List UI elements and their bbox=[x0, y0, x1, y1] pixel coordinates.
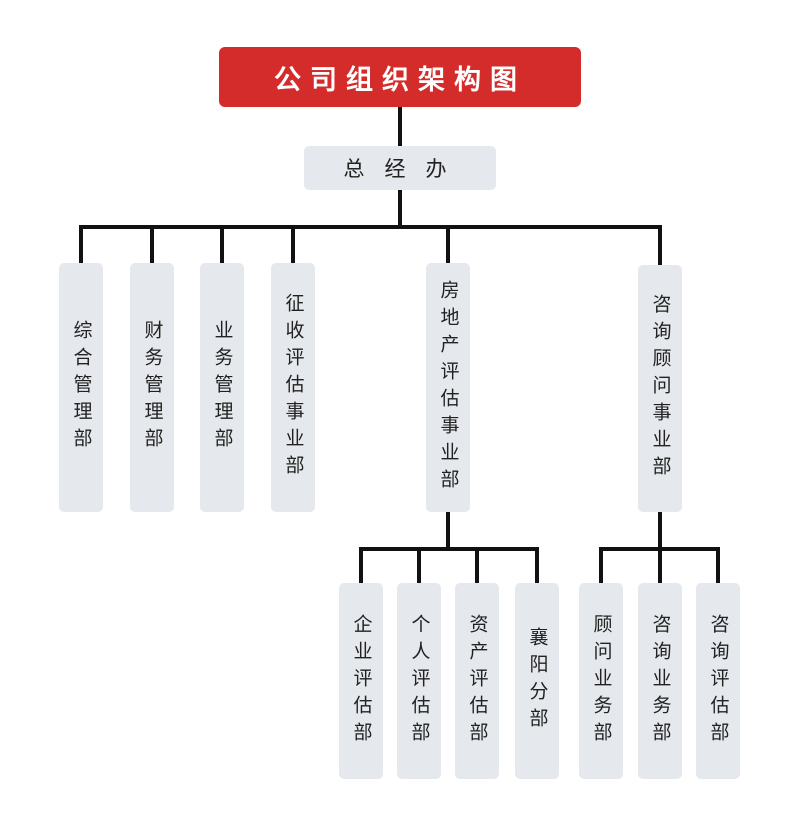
unit-enterprise-appraisal: 企业评估部 bbox=[339, 583, 383, 779]
dept-finance-management: 财务管理部 bbox=[130, 263, 174, 512]
dept-business-management: 业务管理部 bbox=[200, 263, 244, 512]
unit-consulting-business: 咨询业务部 bbox=[638, 583, 682, 779]
unit-xiangyang-branch: 襄阳分部 bbox=[515, 583, 559, 779]
general-office-box: 总经办 bbox=[304, 146, 496, 190]
dept-consulting-advisory: 咨询顾问事业部 bbox=[638, 265, 682, 512]
unit-advisory-business: 顾问业务部 bbox=[579, 583, 623, 779]
dept-real-estate-appraisal: 房地产评估事业部 bbox=[426, 263, 470, 512]
chart-title: 公司组织架构图 bbox=[219, 47, 581, 107]
dept-comprehensive-management: 综合管理部 bbox=[59, 263, 103, 512]
dept-expropriation-appraisal: 征收评估事业部 bbox=[271, 263, 315, 512]
unit-personal-appraisal: 个人评估部 bbox=[397, 583, 441, 779]
unit-consulting-appraisal: 咨询评估部 bbox=[696, 583, 740, 779]
unit-asset-appraisal: 资产评估部 bbox=[455, 583, 499, 779]
